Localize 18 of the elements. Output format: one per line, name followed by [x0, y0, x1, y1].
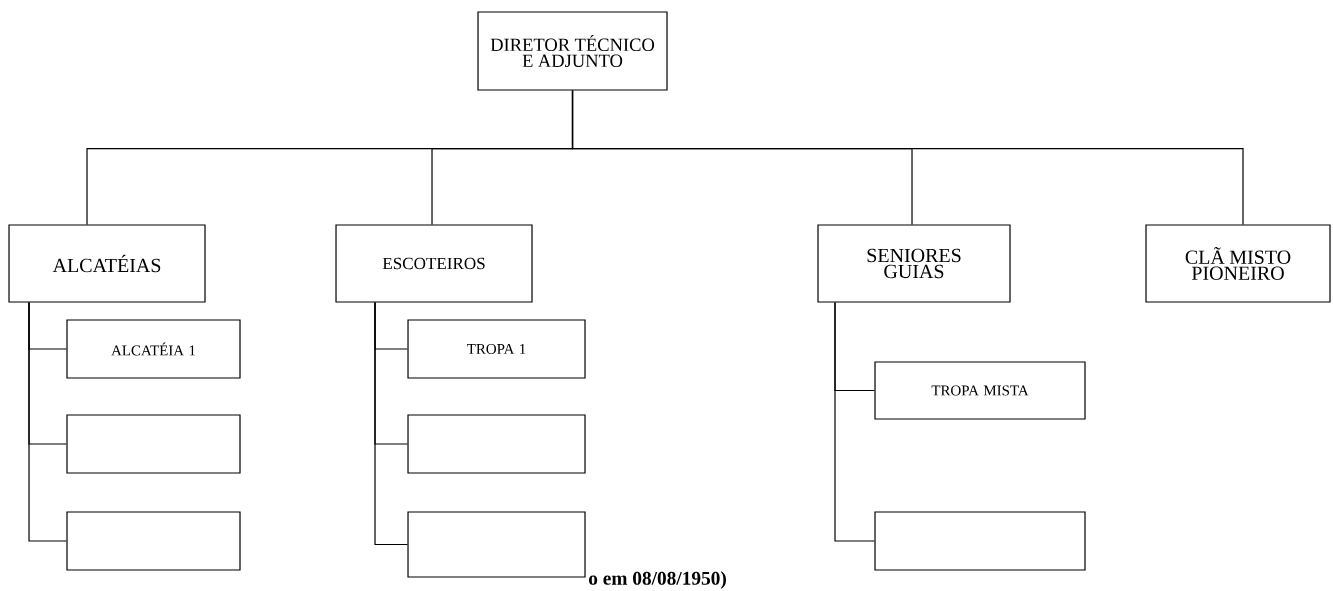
empty-box	[407, 511, 586, 578]
empty-box	[407, 414, 586, 474]
org-box: ALCATÉIA 1	[66, 319, 241, 379]
org-box: TROPA 1	[407, 319, 586, 379]
org-box: SENIORES GUIAS	[817, 224, 1011, 303]
org-box: TROPA MISTA	[874, 361, 1086, 420]
empty-box	[874, 511, 1086, 571]
empty-box	[66, 414, 241, 474]
connector-line	[834, 302, 875, 542]
org-box: ESCOTEIROS	[335, 224, 533, 303]
empty-box	[66, 511, 241, 571]
org-box: ALCATÉIAS	[8, 224, 206, 303]
connector-line	[374, 302, 409, 546]
org-box: CLÃ MISTO PIONEIRO	[1145, 224, 1331, 303]
org-box: DIRETOR TÉCNICO E ADJUNTO	[477, 11, 668, 91]
connector-line	[28, 302, 67, 542]
date-note: o em 08/08/1950)	[589, 571, 726, 589]
connector-line	[571, 90, 1244, 225]
